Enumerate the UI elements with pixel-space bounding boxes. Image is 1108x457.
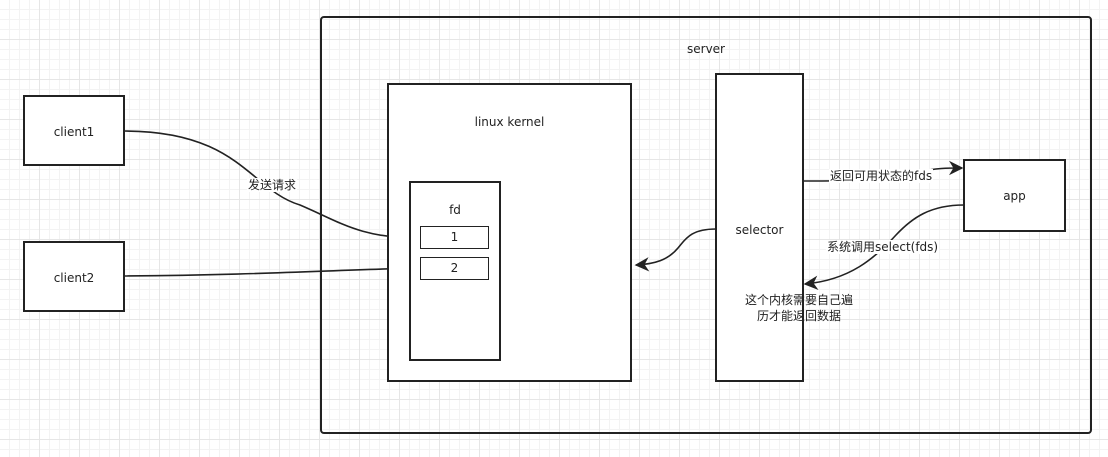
app-label: app bbox=[1003, 189, 1026, 203]
client1-box: client1 bbox=[23, 95, 125, 166]
selector-label: selector bbox=[735, 223, 784, 237]
selector-box: selector bbox=[715, 73, 804, 382]
fd-entry-1-label: 1 bbox=[450, 230, 459, 244]
client2-box: client2 bbox=[23, 241, 125, 312]
edge-app-to-selector bbox=[803, 204, 965, 291]
fd-entry-1: 1 bbox=[420, 226, 489, 249]
client2-label: client2 bbox=[53, 271, 95, 285]
client1-label: client1 bbox=[53, 125, 95, 139]
send-request-label: 发送请求 bbox=[247, 178, 298, 192]
fd-entry-2-label: 2 bbox=[450, 261, 459, 275]
edge-client2-to-fd2 bbox=[123, 261, 420, 277]
note-line-2: 历才能返回数据 bbox=[757, 309, 842, 323]
fd-table-label: fd bbox=[449, 203, 461, 217]
edge-client1-to-fd1 bbox=[123, 130, 420, 246]
note-line-1: 这个内核需要自己遍 bbox=[745, 293, 854, 307]
call-select-label: 系统调用select(fds) bbox=[826, 240, 940, 254]
linux-kernel-label: linux kernel bbox=[474, 115, 545, 129]
edge-selector-to-kernel bbox=[634, 228, 717, 272]
return-fds-label: 返回可用状态的fds bbox=[829, 169, 934, 183]
server-label: server bbox=[687, 42, 725, 56]
server-box: server bbox=[320, 16, 1092, 434]
fd-entry-2: 2 bbox=[420, 257, 489, 280]
app-box: app bbox=[963, 159, 1066, 232]
